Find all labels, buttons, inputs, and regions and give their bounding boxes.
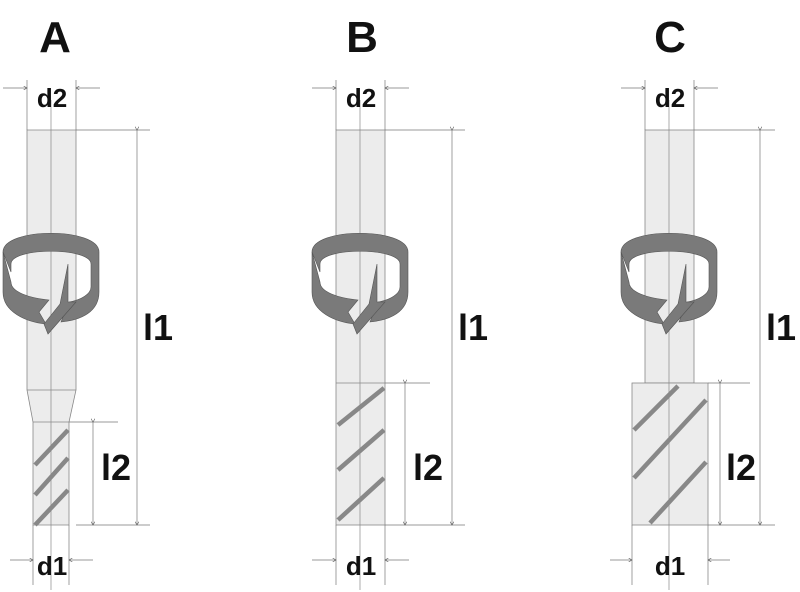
tool-a: A d2 d1 l1 l2: [2, 13, 173, 590]
tool-c-shank: [644, 129, 695, 384]
d2-label: d2: [655, 83, 685, 113]
flute-lines: [632, 384, 708, 525]
tool-c-title: C: [654, 13, 686, 62]
tool-a-title: A: [39, 13, 71, 62]
l2-label: l2: [726, 447, 756, 488]
d1-label: d1: [37, 551, 67, 581]
l2-label: l2: [101, 447, 131, 488]
l2-label: l2: [413, 447, 443, 488]
flute-lines: [33, 428, 70, 527]
d2-label: d2: [346, 83, 376, 113]
l1-label: l1: [458, 307, 488, 348]
tool-c: C d2 d1 l1 l2: [610, 13, 796, 590]
d1-label: d1: [346, 551, 376, 581]
tool-b-title: B: [346, 13, 378, 62]
flute-lines: [336, 386, 386, 522]
tool-b: B d2 d1 l1 l2: [311, 13, 488, 590]
l1-label: l1: [143, 307, 173, 348]
d1-label: d1: [655, 551, 685, 581]
d2-label: d2: [37, 83, 67, 113]
l1-label: l1: [766, 307, 796, 348]
